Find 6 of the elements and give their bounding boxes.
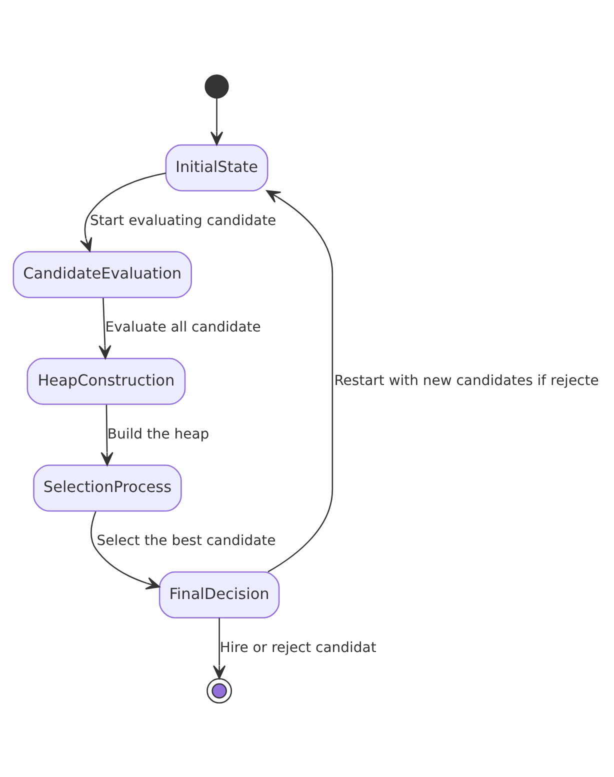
edge-label: Build the heap — [107, 426, 210, 442]
edge-label: Hire or reject candidat — [220, 639, 376, 656]
edge-label: Start evaluating candidate — [90, 212, 276, 228]
edge-label: Restart with new candidates if rejecte — [334, 372, 599, 388]
edge-label: Evaluate all candidate — [105, 319, 261, 336]
edge-label: Select the best candidate — [96, 532, 276, 549]
